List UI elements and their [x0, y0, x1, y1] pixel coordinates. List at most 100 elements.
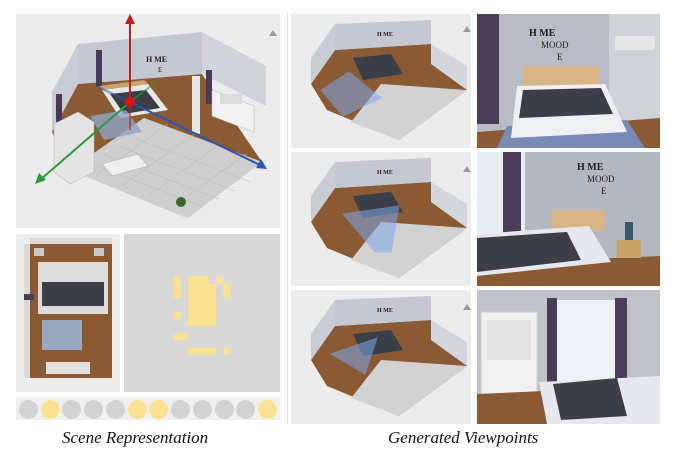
layout-block-3 [173, 283, 181, 298]
wall-word-bottom: E [158, 66, 162, 74]
layout-block-8 [187, 347, 217, 355]
view-3-scroll-arrow [463, 304, 471, 310]
view-2-photo-headboard [551, 210, 605, 230]
caption-scene-representation: Scene Representation [62, 428, 209, 447]
partition [192, 76, 200, 134]
view-1-photo-curtain [477, 14, 499, 124]
scene-3d-panel: H ME E [16, 14, 280, 228]
view-3-render-svg: H ME [311, 296, 467, 416]
wardrobe [53, 111, 95, 185]
layout-block-2 [216, 276, 224, 284]
view-1-back-wall [335, 20, 431, 50]
view-3-left-wall [311, 300, 335, 360]
token-yellow [149, 399, 169, 419]
back-wall [78, 32, 202, 84]
token-grey [236, 399, 256, 419]
view-2-frustum [342, 205, 400, 253]
topdown-wall-top [30, 238, 112, 244]
view-2-photo-word-bottom: E [601, 186, 607, 196]
origin-point [125, 97, 135, 107]
view-3-photo-svg [477, 290, 660, 424]
token-strip [16, 398, 280, 420]
token-grey [62, 399, 82, 419]
view-2-photo-blanket [477, 232, 581, 272]
view-3-photo-window [555, 300, 615, 384]
view-3-render: H ME [291, 290, 471, 424]
view-1-render-svg: H ME [311, 20, 467, 140]
view-2-photo-svg: H ME MOOD E [477, 152, 660, 286]
token-yellow [127, 399, 147, 419]
view-2-photo-curtain [503, 152, 521, 242]
layout-grid-panel [124, 234, 280, 392]
token-grey [18, 399, 38, 419]
topdown-bench [46, 362, 90, 374]
view-1-photo-word-bottom: E [557, 52, 563, 62]
view-2-left-wall [311, 162, 335, 222]
curtain-right [206, 70, 212, 104]
view-1-right-wall [431, 44, 467, 90]
view-2-render: H ME [291, 152, 471, 286]
view-1-bed [353, 54, 403, 80]
view-3-photo [477, 290, 660, 424]
view-1-render: H ME [291, 14, 471, 148]
token-grey [105, 399, 125, 419]
bed-headboard [100, 80, 148, 90]
axis-z-arrowhead [125, 14, 135, 24]
view-2-back-wall [335, 158, 431, 188]
axis-x [129, 101, 263, 167]
view-3-photo-blanket [553, 378, 627, 420]
view-1-left-wall [311, 24, 335, 84]
plant [176, 197, 186, 207]
view-1-photo-cabinets [615, 36, 655, 50]
right-wall [202, 32, 266, 106]
caption-generated-viewpoints: Generated Viewpoints [388, 428, 539, 447]
layout-block-7 [173, 333, 188, 341]
view-2-render-svg: H ME [311, 158, 467, 278]
layout-block-5 [223, 283, 231, 298]
axis-y-arrowhead [35, 173, 46, 184]
axis-y-neg [129, 81, 157, 103]
token-yellow [258, 399, 278, 419]
view-2-wall-word: H ME [377, 170, 393, 176]
panel-scroll-arrow [269, 30, 277, 36]
panel-divider [287, 12, 288, 424]
view-1-scroll-arrow [463, 26, 471, 32]
topdown-rug [42, 320, 82, 350]
topdown-blanket [42, 282, 104, 306]
view-1-frustum [320, 71, 382, 117]
view-1-photo-blanket [519, 88, 613, 118]
topdown-photo-svg [24, 238, 112, 378]
topdown-wall-left [24, 244, 30, 378]
view-1-photo-word-mid: MOOD [541, 40, 569, 50]
layout-block-4 [187, 283, 217, 327]
view-3-back-wall [335, 296, 431, 326]
layout-block-6 [173, 312, 181, 320]
view-3-right-wall [431, 320, 467, 366]
view-3-frustum [329, 337, 378, 375]
desk [101, 153, 149, 177]
curtain-left [56, 94, 62, 122]
view-3-photo-curtain-right [615, 298, 627, 390]
view-1-photo: H ME MOOD E [477, 14, 660, 148]
view-1-photo-headboard [523, 66, 599, 88]
view-2-right-wall [431, 182, 467, 228]
curtain-back [96, 50, 102, 86]
token-grey [192, 399, 212, 419]
axis-y [39, 101, 131, 181]
view-3-wall-word: H ME [377, 308, 393, 314]
layout-grid-svg [173, 276, 231, 355]
tile-floor-front [70, 118, 262, 218]
view-2-photo-lamp [625, 222, 633, 240]
view-3-tile [351, 360, 467, 416]
topdown-nightstand-right [94, 248, 104, 256]
wall-word-top: H ME [146, 55, 167, 64]
axis-x-arrowhead [256, 159, 267, 169]
view-3-photo-wardrobe-open [487, 320, 531, 360]
token-grey [171, 399, 191, 419]
kitchen-counter [220, 94, 242, 104]
token-grey [214, 399, 234, 419]
view-2-photo-word-top: H ME [577, 162, 604, 173]
view-1-photo-word-top: H ME [529, 28, 556, 39]
view-1-wall-word: H ME [377, 32, 393, 38]
view-3-photo-curtain-left [547, 298, 557, 390]
